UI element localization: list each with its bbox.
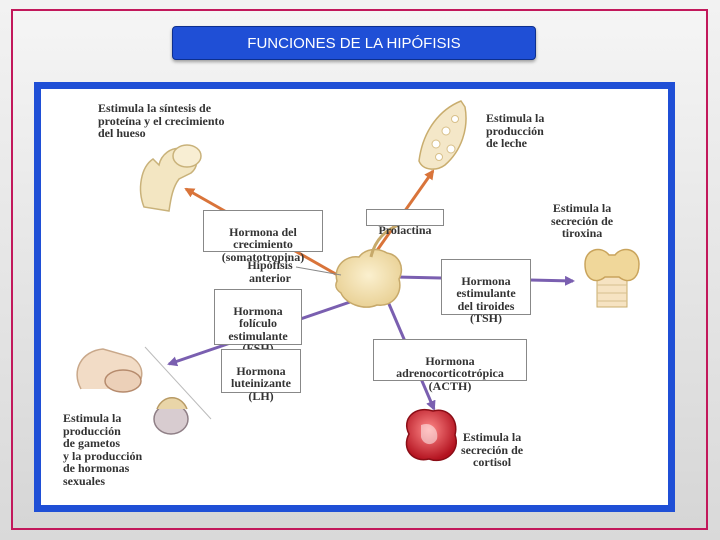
hormone-box-lh: Hormona luteinizante (LH) [221,349,301,402]
hormone-box-growth: Hormona del crecimiento (somatotropina) [203,210,323,263]
effect-thyroxine: Estimula la secreción de tiroxina [551,201,614,240]
effect-bone: Estimula la síntesis de proteína y el cr… [98,101,225,140]
hormone-label-prolactin: Prolactina [378,222,432,237]
hormone-label-growth: Hormona del crecimiento (somatotropina) [221,224,305,264]
hormone-box-prolactin: Prolactina [366,209,444,236]
diagram-canvas: Hormona del crecimiento (somatotropina) … [41,89,668,505]
hormone-box-fsh: Hormona folículo estimulante (FSH) [214,289,302,354]
diagram-artwork [76,100,640,462]
hormone-box-acth: Hormona adrenocorticotrópica (ACTH) [373,339,527,392]
slide-title-text: FUNCIONES DE LA HIPÓFISIS [247,34,461,52]
effect-cortisol: Estimula la secreción de cortisol [461,430,524,469]
bone-illustration [139,144,202,212]
adrenal-illustration [405,408,458,462]
thyroid-illustration [584,248,640,308]
breast-illustration [418,100,467,170]
effect-gametes: Estimula la producción de gametos y la p… [63,411,143,488]
slide-title: FUNCIONES DE LA HIPÓFISIS [172,26,536,60]
pituitary-label: Hipófisis anterior [247,258,293,285]
effect-milk: Estimula la producción de leche [486,111,545,150]
gonads-illustration [76,346,212,435]
hormone-label-tsh: Hormona estimulante del tiroides (TSH) [456,273,516,325]
pituitary-illustration [335,223,403,308]
hormone-box-tsh: Hormona estimulante del tiroides (TSH) [441,259,531,324]
hormone-label-lh: Hormona luteinizante (LH) [231,363,291,403]
hormone-label-acth: Hormona adrenocorticotrópica (ACTH) [396,353,504,393]
